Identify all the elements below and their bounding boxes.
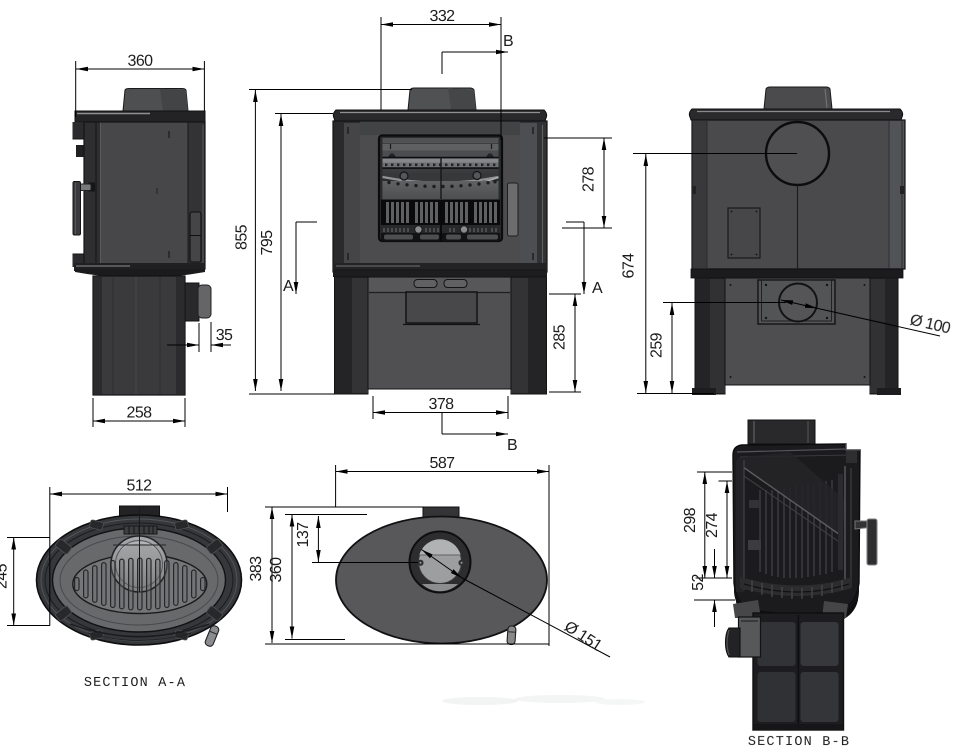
svg-text:A: A [283,278,294,295]
svg-text:378: 378 [429,396,455,413]
svg-text:A: A [592,280,603,297]
svg-text:B: B [503,33,513,50]
svg-text:35: 35 [216,327,233,344]
svg-text:259: 259 [649,332,666,358]
svg-text:285: 285 [552,324,569,350]
svg-text:383: 383 [248,556,265,582]
svg-text:360: 360 [268,557,285,583]
svg-text:298: 298 [682,507,699,533]
svg-text:245: 245 [0,563,11,589]
svg-text:258: 258 [127,404,153,421]
svg-text:587: 587 [430,455,456,472]
svg-text:274: 274 [704,512,721,538]
svg-text:SECTION A-A: SECTION A-A [84,676,186,691]
svg-text:332: 332 [430,8,456,25]
svg-text:52: 52 [690,574,707,591]
svg-text:360: 360 [128,53,154,70]
svg-text:512: 512 [127,477,153,494]
svg-text:SECTION B-B: SECTION B-B [748,735,850,749]
svg-text:674: 674 [621,253,638,279]
svg-text:855: 855 [234,224,251,250]
svg-text:795: 795 [259,230,276,256]
svg-text:B: B [507,437,517,454]
svg-text:278: 278 [581,166,598,192]
svg-text:137: 137 [295,522,312,548]
